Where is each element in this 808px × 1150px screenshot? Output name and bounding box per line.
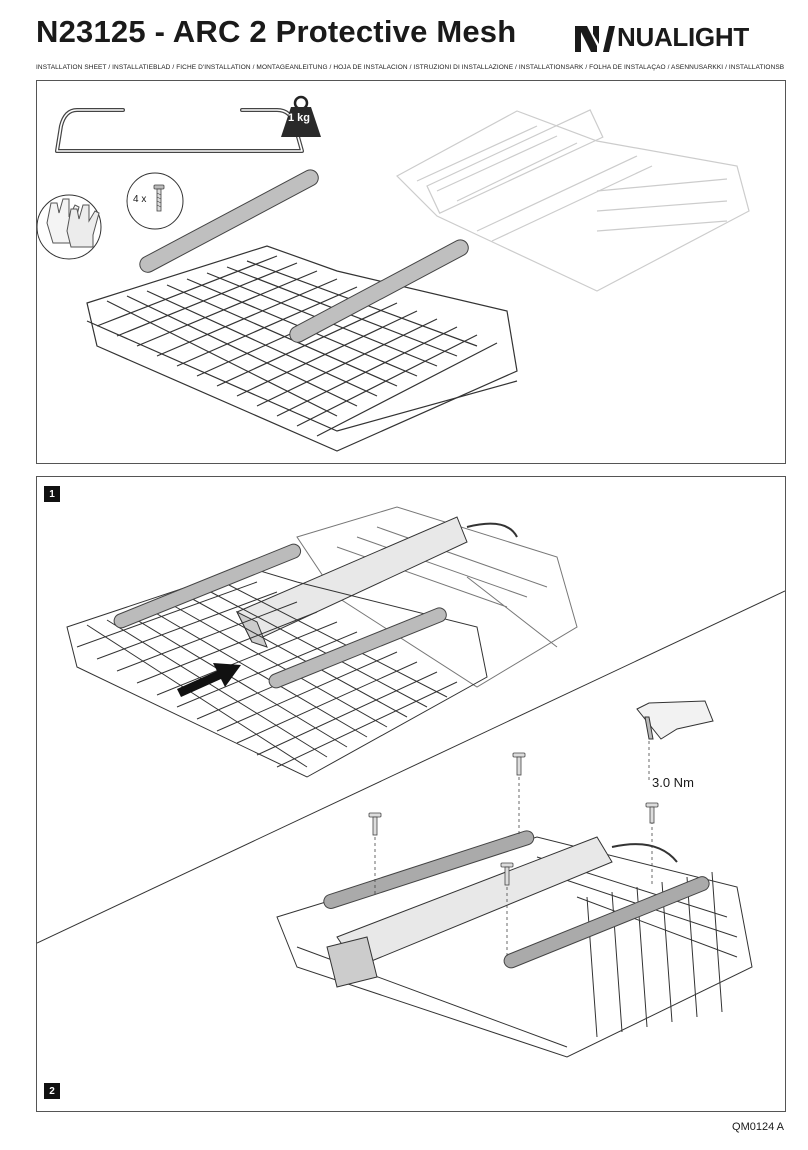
lifting-handle-icon bbox=[55, 108, 304, 153]
page-title: N23125 - ARC 2 Protective Mesh bbox=[36, 14, 517, 49]
doc-code: QM0124 A bbox=[732, 1121, 784, 1133]
torque-label: 3.0 Nm bbox=[652, 775, 694, 790]
brand-mark-icon bbox=[575, 26, 615, 52]
mesh-rail bbox=[139, 169, 469, 343]
step1-rail bbox=[113, 543, 447, 689]
contents-panel: 1 kg 4 x bbox=[36, 80, 786, 464]
gloves-icon bbox=[37, 194, 102, 260]
contents-illustration bbox=[37, 95, 750, 452]
step2-body bbox=[326, 836, 613, 988]
step-badge-2: 2 bbox=[44, 1083, 60, 1099]
mesh-guard bbox=[86, 245, 518, 452]
weight-label: 1 kg bbox=[288, 112, 311, 124]
step-badge-1: 1 bbox=[44, 486, 60, 502]
drill-icon bbox=[636, 700, 714, 740]
screw-icon bbox=[368, 752, 659, 886]
brand-logo: NUALIGHT bbox=[573, 20, 785, 56]
arrow-icon bbox=[177, 663, 241, 697]
luminaire-outline bbox=[396, 109, 750, 292]
steps-illustration bbox=[37, 506, 785, 1058]
screw-guides bbox=[374, 717, 653, 957]
step-divider bbox=[37, 590, 785, 944]
screw-qty-badge bbox=[126, 172, 184, 230]
weight-icon bbox=[281, 95, 321, 137]
brand-name: NUALIGHT bbox=[617, 22, 749, 52]
step2-rail bbox=[323, 830, 710, 969]
step2-cable bbox=[611, 843, 678, 863]
screw-qty: 4 x bbox=[133, 194, 147, 205]
step1-cable bbox=[466, 522, 518, 538]
screw-icon bbox=[153, 184, 165, 212]
steps-panel: 1 2 3.0 Nm bbox=[36, 476, 786, 1112]
step1-body bbox=[235, 516, 468, 648]
subtitle: INSTALLATION SHEET / INSTALLATIEBLAD / F… bbox=[36, 64, 784, 71]
